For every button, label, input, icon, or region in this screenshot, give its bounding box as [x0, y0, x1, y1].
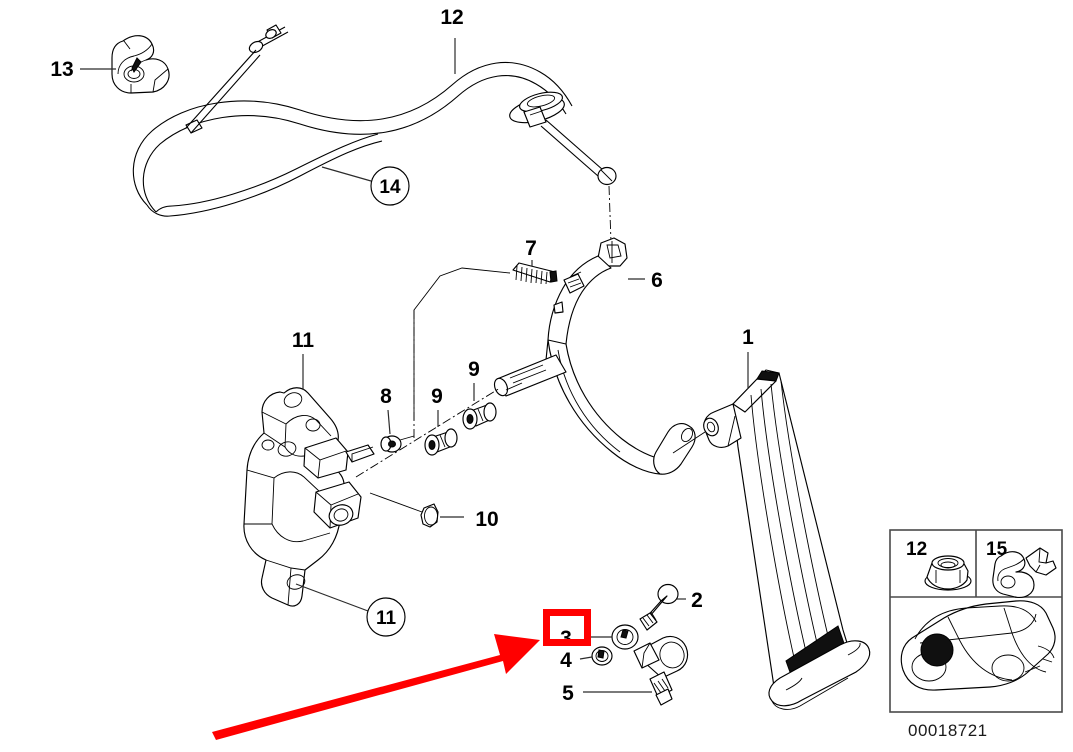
part-2-ball-pin-screw: 2 [639, 583, 703, 631]
callout-6-label: 6 [651, 269, 663, 292]
bowden-cable-assembly [132, 24, 617, 243]
vehicle-location-illustration [900, 600, 1056, 691]
part-7-return-spring: 7 [413, 237, 558, 438]
inset-hex-flange-nut [924, 555, 972, 591]
inset-cable-clip [992, 547, 1057, 599]
callout-7-label: 7 [525, 237, 537, 260]
callout-15: 14 [321, 166, 410, 206]
part-4-nut: 4 [560, 646, 613, 672]
cable-grommet [509, 91, 565, 128]
callout-9b-label: 9 [468, 358, 480, 381]
part-5-ball-socket-joint: 5 [562, 635, 689, 706]
part-3-washer [585, 624, 639, 650]
inset-cell-12-label: 12 [906, 539, 927, 560]
callout-14-label: 13 [50, 58, 73, 81]
callout-12-circle [366, 597, 406, 637]
callout-1: 1 [742, 326, 754, 389]
part-14-cable-end-clip [111, 35, 170, 94]
part-8-small-bushing: 8 [380, 385, 415, 453]
callout-15-label: 14 [379, 177, 401, 198]
callout-14: 13 [50, 58, 116, 81]
callout-13-label: 12 [440, 6, 463, 29]
callout-15-circle [370, 166, 410, 206]
callout-6: 6 [628, 269, 663, 292]
part-10-retaining-clip: 10 [369, 492, 499, 531]
callout-2-label: 2 [691, 589, 703, 612]
callout-8-label: 8 [380, 385, 392, 408]
callout-12-label: 11 [376, 608, 397, 629]
callout-13: 12 [440, 6, 464, 74]
callout-12: 11 [295, 583, 406, 637]
red-pointer-arrow [212, 634, 540, 740]
detail-inset-panel: 12 15 [889, 529, 1063, 740]
location-dot [920, 633, 954, 667]
callout-11: 11 [292, 329, 315, 390]
part-9a-bushing: 9 [424, 385, 458, 456]
callout-10-label: 10 [475, 508, 498, 531]
callout-1-label: 1 [742, 326, 754, 349]
part-9b-bushing: 9 [462, 358, 497, 430]
diagram-reference-number: 00018721 [908, 721, 988, 740]
red-highlight-box [543, 609, 591, 646]
callout-9a-label: 9 [431, 385, 443, 408]
callout-5-label: 5 [562, 682, 574, 705]
part-11-mounting-bracket [243, 387, 375, 607]
callout-11-label: 11 [292, 329, 315, 352]
part-6-pedal-lever [493, 237, 696, 475]
callout-4-label: 4 [560, 649, 572, 672]
callout-3-label: 3 [560, 627, 572, 650]
part-1-accelerator-pedal-pad [672, 369, 871, 710]
